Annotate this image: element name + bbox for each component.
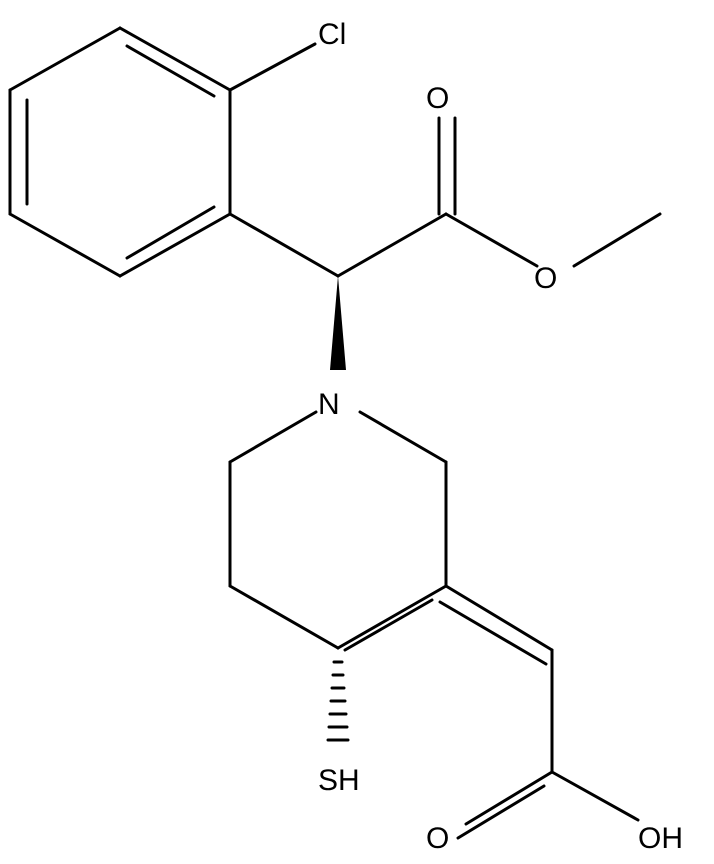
- thiol-label: SH: [318, 764, 360, 797]
- ester-oxygen-label: O: [534, 262, 557, 295]
- methyl-ester: [336, 116, 662, 278]
- carboxylic-acid: [456, 648, 640, 840]
- chlorine-label: Cl: [318, 18, 346, 51]
- wedge-bond: [330, 276, 346, 370]
- hashed-bond: [326, 660, 350, 742]
- hydroxyl-label: OH: [638, 822, 683, 855]
- acid-carbonyl-oxygen-label: O: [426, 822, 449, 855]
- c-cl-bond: [228, 42, 317, 92]
- exocyclic-double-bond-a: [444, 584, 554, 652]
- nitrogen-label: N: [318, 388, 340, 421]
- aryl-ch-bond: [228, 212, 340, 278]
- benzene-ring: [8, 26, 232, 278]
- exocyclic-double-bond-b: [438, 600, 548, 666]
- piperidine-ring: [228, 410, 448, 652]
- ester-carbonyl-oxygen-label: O: [426, 82, 449, 115]
